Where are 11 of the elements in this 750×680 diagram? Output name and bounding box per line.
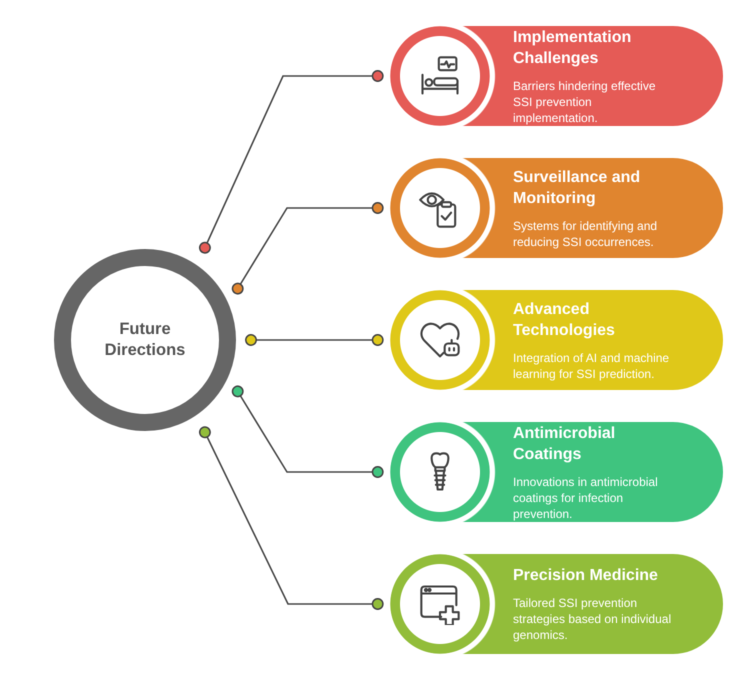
topic-description: Integration of AI and machine learning for SSI prediction. — [513, 350, 670, 382]
hub-title: Future Directions — [104, 319, 186, 361]
topic-description: Systems for identifying and reducing SSI occurrences. — [513, 218, 658, 250]
topic-title: Antimicrobial Coatings — [513, 424, 616, 464]
topic-description: Innovations in antimicrobial coatings for infection prevention. — [513, 474, 659, 522]
topic-title: Implementation Challenges — [513, 28, 632, 68]
topic-title: Surveillance and Monitoring — [513, 168, 642, 208]
topic-description: Barriers hindering effective SSI prevention implementation. — [513, 78, 657, 126]
topic-title: Precision Medicine — [513, 566, 659, 586]
topic-description: Tailored SSI prevention strategies based on individual genomics. — [513, 595, 672, 643]
topic-title: Advanced Technologies — [513, 300, 616, 340]
